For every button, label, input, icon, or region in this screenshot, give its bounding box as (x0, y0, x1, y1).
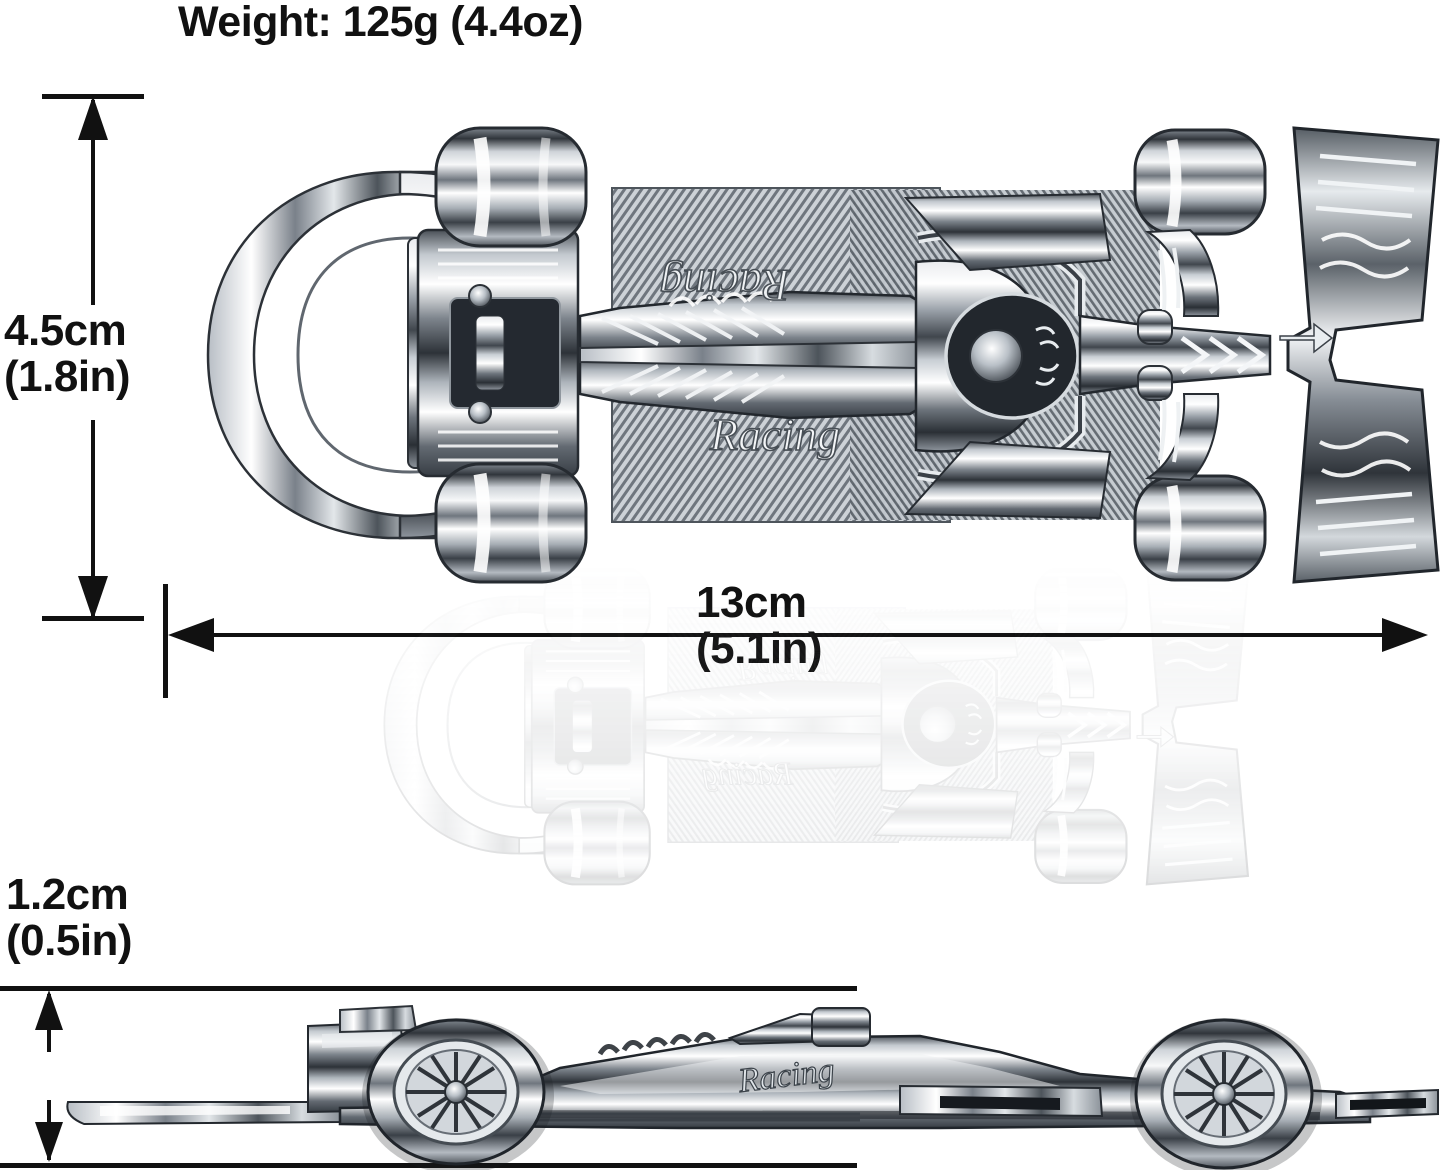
thickness-rule-top (0, 986, 857, 991)
thickness-rule-bottom (0, 1163, 857, 1168)
racing-engraving: Racing Racing (659, 259, 841, 461)
engine-spine (578, 290, 952, 420)
arrow-down-icon (78, 576, 108, 620)
svg-text:Racing: Racing (709, 409, 840, 460)
rear-wheel-top (434, 126, 588, 248)
nose-cone (1078, 309, 1272, 401)
side-rear-wheel (362, 1018, 554, 1170)
side-opener-tail (66, 1101, 341, 1126)
arrow-down-icon-thickness (35, 1122, 63, 1162)
rear-wheel-bottom (434, 462, 588, 584)
gearbox-block (407, 228, 580, 478)
arrow-up-icon (78, 96, 108, 140)
front-wing (1279, 126, 1440, 584)
weight-label: Weight: 125g (4.4oz) (178, 0, 583, 46)
side-body: Racing (338, 1007, 1372, 1130)
cockpit-section (903, 192, 1112, 520)
height-arrow-shaft-upper (91, 100, 95, 305)
arrow-left-icon (168, 618, 214, 652)
suspension-fairings (1144, 228, 1220, 482)
arrow-right-icon (1382, 618, 1428, 652)
side-front-wing (1335, 1088, 1439, 1120)
product-side-view: Racing (40, 990, 1440, 1170)
height-arrow-shaft-lower (91, 420, 95, 617)
product-reflection (150, 560, 1445, 890)
side-front-wheel (1130, 1018, 1322, 1170)
product-top-view: Racing Racing (150, 120, 1445, 590)
svg-text:Racing: Racing (660, 260, 791, 311)
thickness-label: 1.2cm (0.5in) (6, 870, 133, 965)
front-wheel-top (1133, 128, 1267, 236)
arrow-up-icon-thickness (35, 990, 63, 1030)
length-tick-left (163, 584, 168, 698)
height-label: 4.5cm (1.8in) (4, 306, 131, 401)
